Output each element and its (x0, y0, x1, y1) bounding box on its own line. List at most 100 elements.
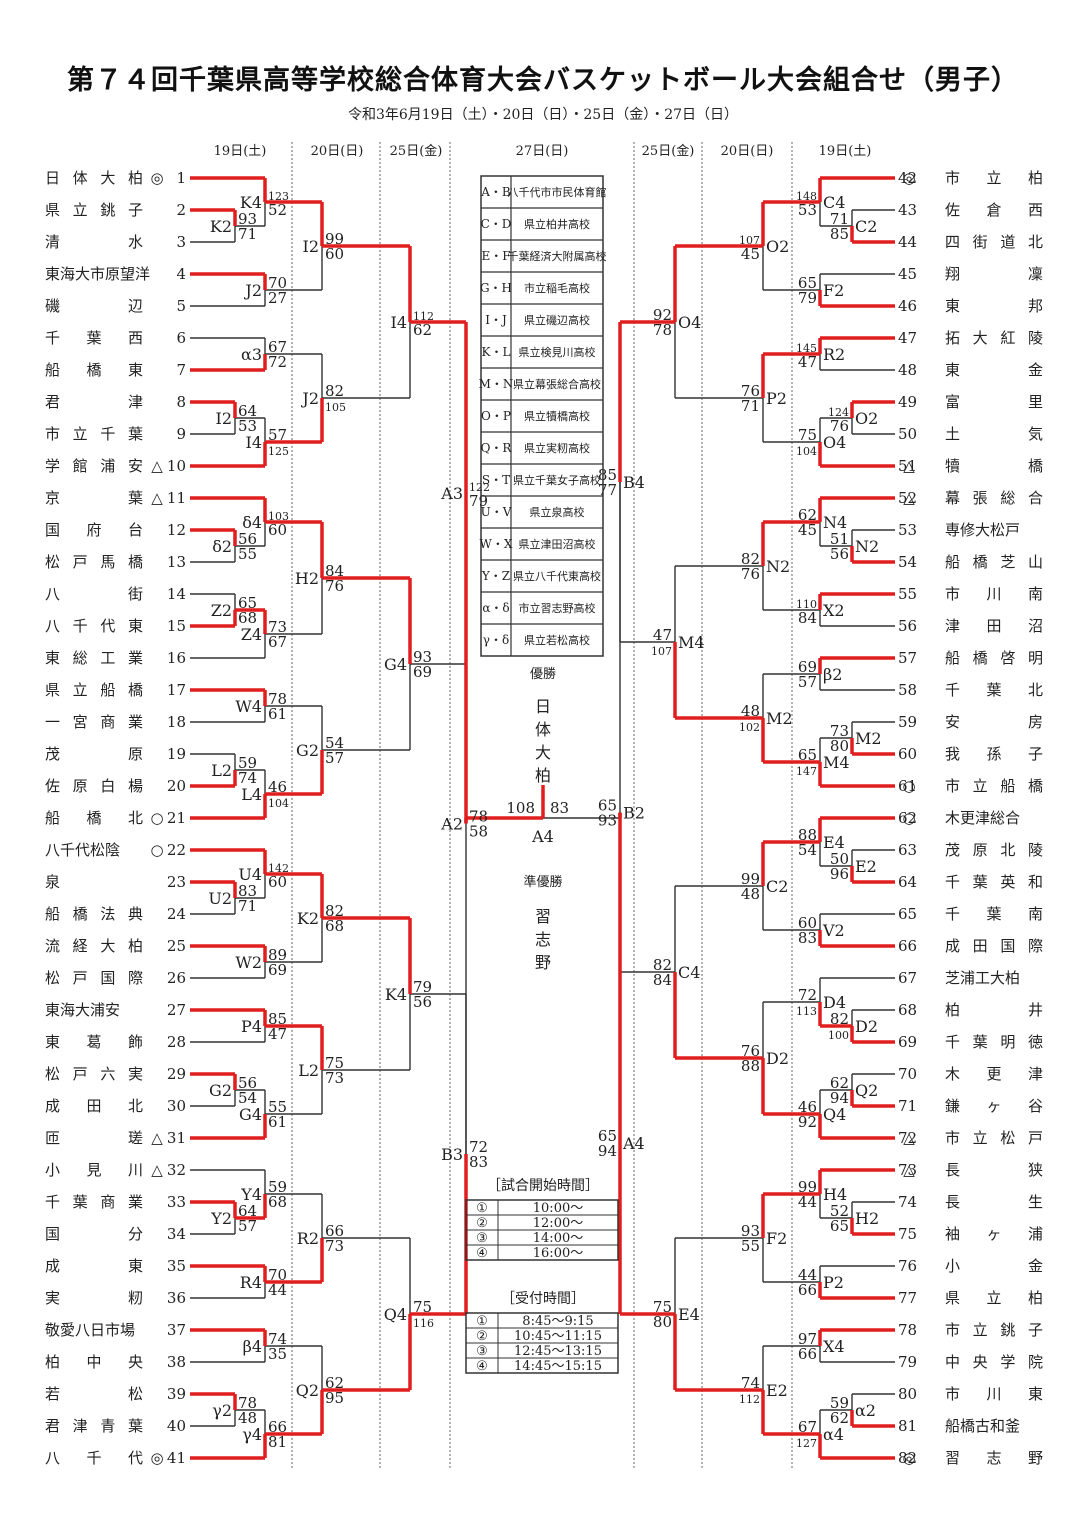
match-label-M2r2: M2 (766, 709, 793, 728)
start-times-time: 16:00〜 (533, 1246, 583, 1261)
score-D2r2-b: 88 (741, 1057, 760, 1075)
team-name-49: 富里 (945, 393, 1043, 411)
team-seed-20: 20 (167, 777, 186, 795)
match-label-C2: C2 (855, 217, 877, 236)
champion-name-char: 体 (535, 720, 551, 739)
match-label-J2r2: J2 (300, 389, 319, 408)
match-label-I2: I2 (216, 409, 233, 428)
match-label-R2: R2 (823, 345, 845, 364)
bracket-lines-winner (190, 176, 895, 1460)
score-P2r2-b: 71 (741, 397, 760, 415)
score-G2-a: 56 (238, 1074, 257, 1092)
score-E4-b: 54 (798, 841, 817, 859)
team-name-68: 柏井 (945, 1001, 1043, 1019)
team-seed-4: 4 (176, 265, 186, 283)
score-δ2-a: 56 (238, 530, 257, 548)
venue-code: Q・R (481, 441, 513, 455)
team-seed-73: 73 (898, 1161, 917, 1179)
team-seed-33: 33 (167, 1193, 186, 1211)
score-Y4-a: 59 (268, 1178, 287, 1196)
score-B2-a: 65 (598, 797, 617, 815)
score-γ2-a: 78 (238, 1394, 257, 1412)
team-name-74: 長生 (945, 1193, 1043, 1211)
match-label-Y2: Y2 (210, 1209, 232, 1228)
start-times-time: 12:00〜 (533, 1216, 583, 1231)
venue-code: K・L (482, 345, 511, 359)
score-G2r2-a: 54 (325, 734, 344, 752)
team-name-6: 千葉西 (45, 329, 143, 347)
match-label-B4: B4 (623, 473, 645, 492)
team-name-58: 千葉北 (945, 681, 1043, 699)
team-mark-1: ◎ (150, 169, 163, 187)
venue-name: 県立犢橋高校 (524, 409, 590, 423)
match-label-G2: G2 (209, 1081, 232, 1100)
score-N2-a: 51 (830, 530, 849, 548)
team-name-72: 市立松戸 (945, 1129, 1043, 1147)
team-seed-80: 80 (898, 1385, 917, 1403)
score-β4-b: 35 (268, 1345, 287, 1363)
match-label-L2: L2 (211, 761, 232, 780)
score-N2r2-b: 76 (741, 565, 760, 583)
match-label-M4r3: M4 (678, 633, 705, 652)
score-V2-b: 83 (798, 929, 817, 947)
team-seed-1: 1 (176, 169, 186, 187)
team-mark-51: △ (903, 457, 915, 475)
match-label-D2: D2 (855, 1017, 878, 1036)
team-name-57: 船橋啓明 (945, 649, 1043, 667)
runner-up-label: 準優勝 (523, 874, 562, 890)
score-A2-b: 58 (469, 823, 488, 841)
score-H2-b: 65 (830, 1217, 849, 1235)
score-R4-b: 44 (268, 1281, 287, 1299)
score-P2r2-a: 76 (741, 382, 760, 400)
score-Y2-b: 57 (238, 1217, 257, 1235)
score-H2-a: 52 (830, 1202, 849, 1220)
venue-name: 県立磯辺高校 (524, 313, 590, 327)
score-B3-a: 72 (469, 1138, 488, 1156)
score-P2-b: 66 (798, 1281, 817, 1299)
score-W4-a: 78 (268, 690, 287, 708)
score-R2-b: 73 (325, 1237, 344, 1255)
reception-times-time: 8:45〜9:15 (522, 1314, 593, 1329)
score-α3-b: 72 (268, 353, 287, 371)
match-label-K4: K4 (240, 193, 262, 212)
score-W4-b: 61 (268, 705, 287, 723)
venue-code: γ・δ (483, 633, 509, 647)
match-label-Q4: Q4 (823, 1105, 846, 1124)
match-label-δ4: δ4 (242, 513, 262, 532)
reception-times-time: 12:45〜13:15 (514, 1344, 602, 1359)
venue-name: 八千代市市民体育館 (508, 185, 607, 199)
team-name-9: 市立千葉 (45, 425, 143, 443)
score-K2r2-a: 82 (325, 902, 344, 920)
venue-name: 市立習志野高校 (519, 601, 596, 615)
score-U4-b: 60 (268, 873, 287, 891)
team-name-20: 佐原白楊 (45, 777, 143, 795)
team-name-31: 匝瑳 (45, 1129, 143, 1147)
team-name-78: 市立銚子 (945, 1321, 1043, 1339)
team-seed-64: 64 (898, 873, 917, 891)
score-H4-a: 99 (798, 1178, 817, 1196)
score-G4-b: 61 (268, 1113, 287, 1131)
team-seed-27: 27 (167, 1001, 186, 1019)
match-label-E2r2: E2 (766, 1381, 788, 1400)
team-seed-58: 58 (898, 681, 917, 699)
venue-code: C・D (481, 217, 512, 231)
match-label-O2: O2 (855, 409, 878, 428)
team-seed-2: 2 (176, 201, 186, 219)
score-O2-b: 76 (830, 417, 849, 435)
team-seed-25: 25 (167, 937, 186, 955)
score-Q4-a: 46 (798, 1098, 817, 1116)
team-seed-12: 12 (167, 521, 186, 539)
team-name-8: 君津 (45, 393, 143, 411)
score-C2-a: 71 (830, 210, 849, 228)
score-X4-a: 97 (798, 1330, 817, 1348)
team-name-22: 八千代松陰 (45, 841, 120, 859)
score-α3-a: 67 (268, 338, 287, 356)
match-label-α2: α2 (855, 1401, 876, 1420)
team-seed-7: 7 (176, 361, 186, 379)
team-name-36: 実籾 (45, 1289, 143, 1307)
match-label-O4r3: O4 (678, 313, 701, 332)
score-I4r3-b: 62 (413, 321, 432, 339)
